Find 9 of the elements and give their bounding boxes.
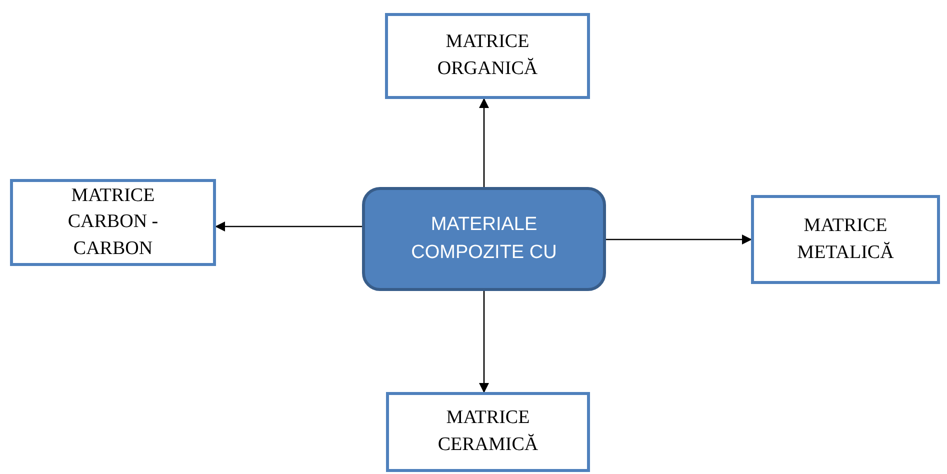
arrow [479,98,489,187]
arrow [479,291,489,393]
arrow [606,234,752,244]
process-box: MATERIALE COMPOZITE CU [362,187,606,291]
category-box: MATRICE CARBON - CARBON [10,179,216,266]
category-box: MATRICE CERAMICĂ [386,392,590,472]
arrow [215,222,362,232]
category-box: MATRICE ORGANICĂ [385,13,590,99]
category-box: MATRICE METALICĂ [751,195,940,284]
